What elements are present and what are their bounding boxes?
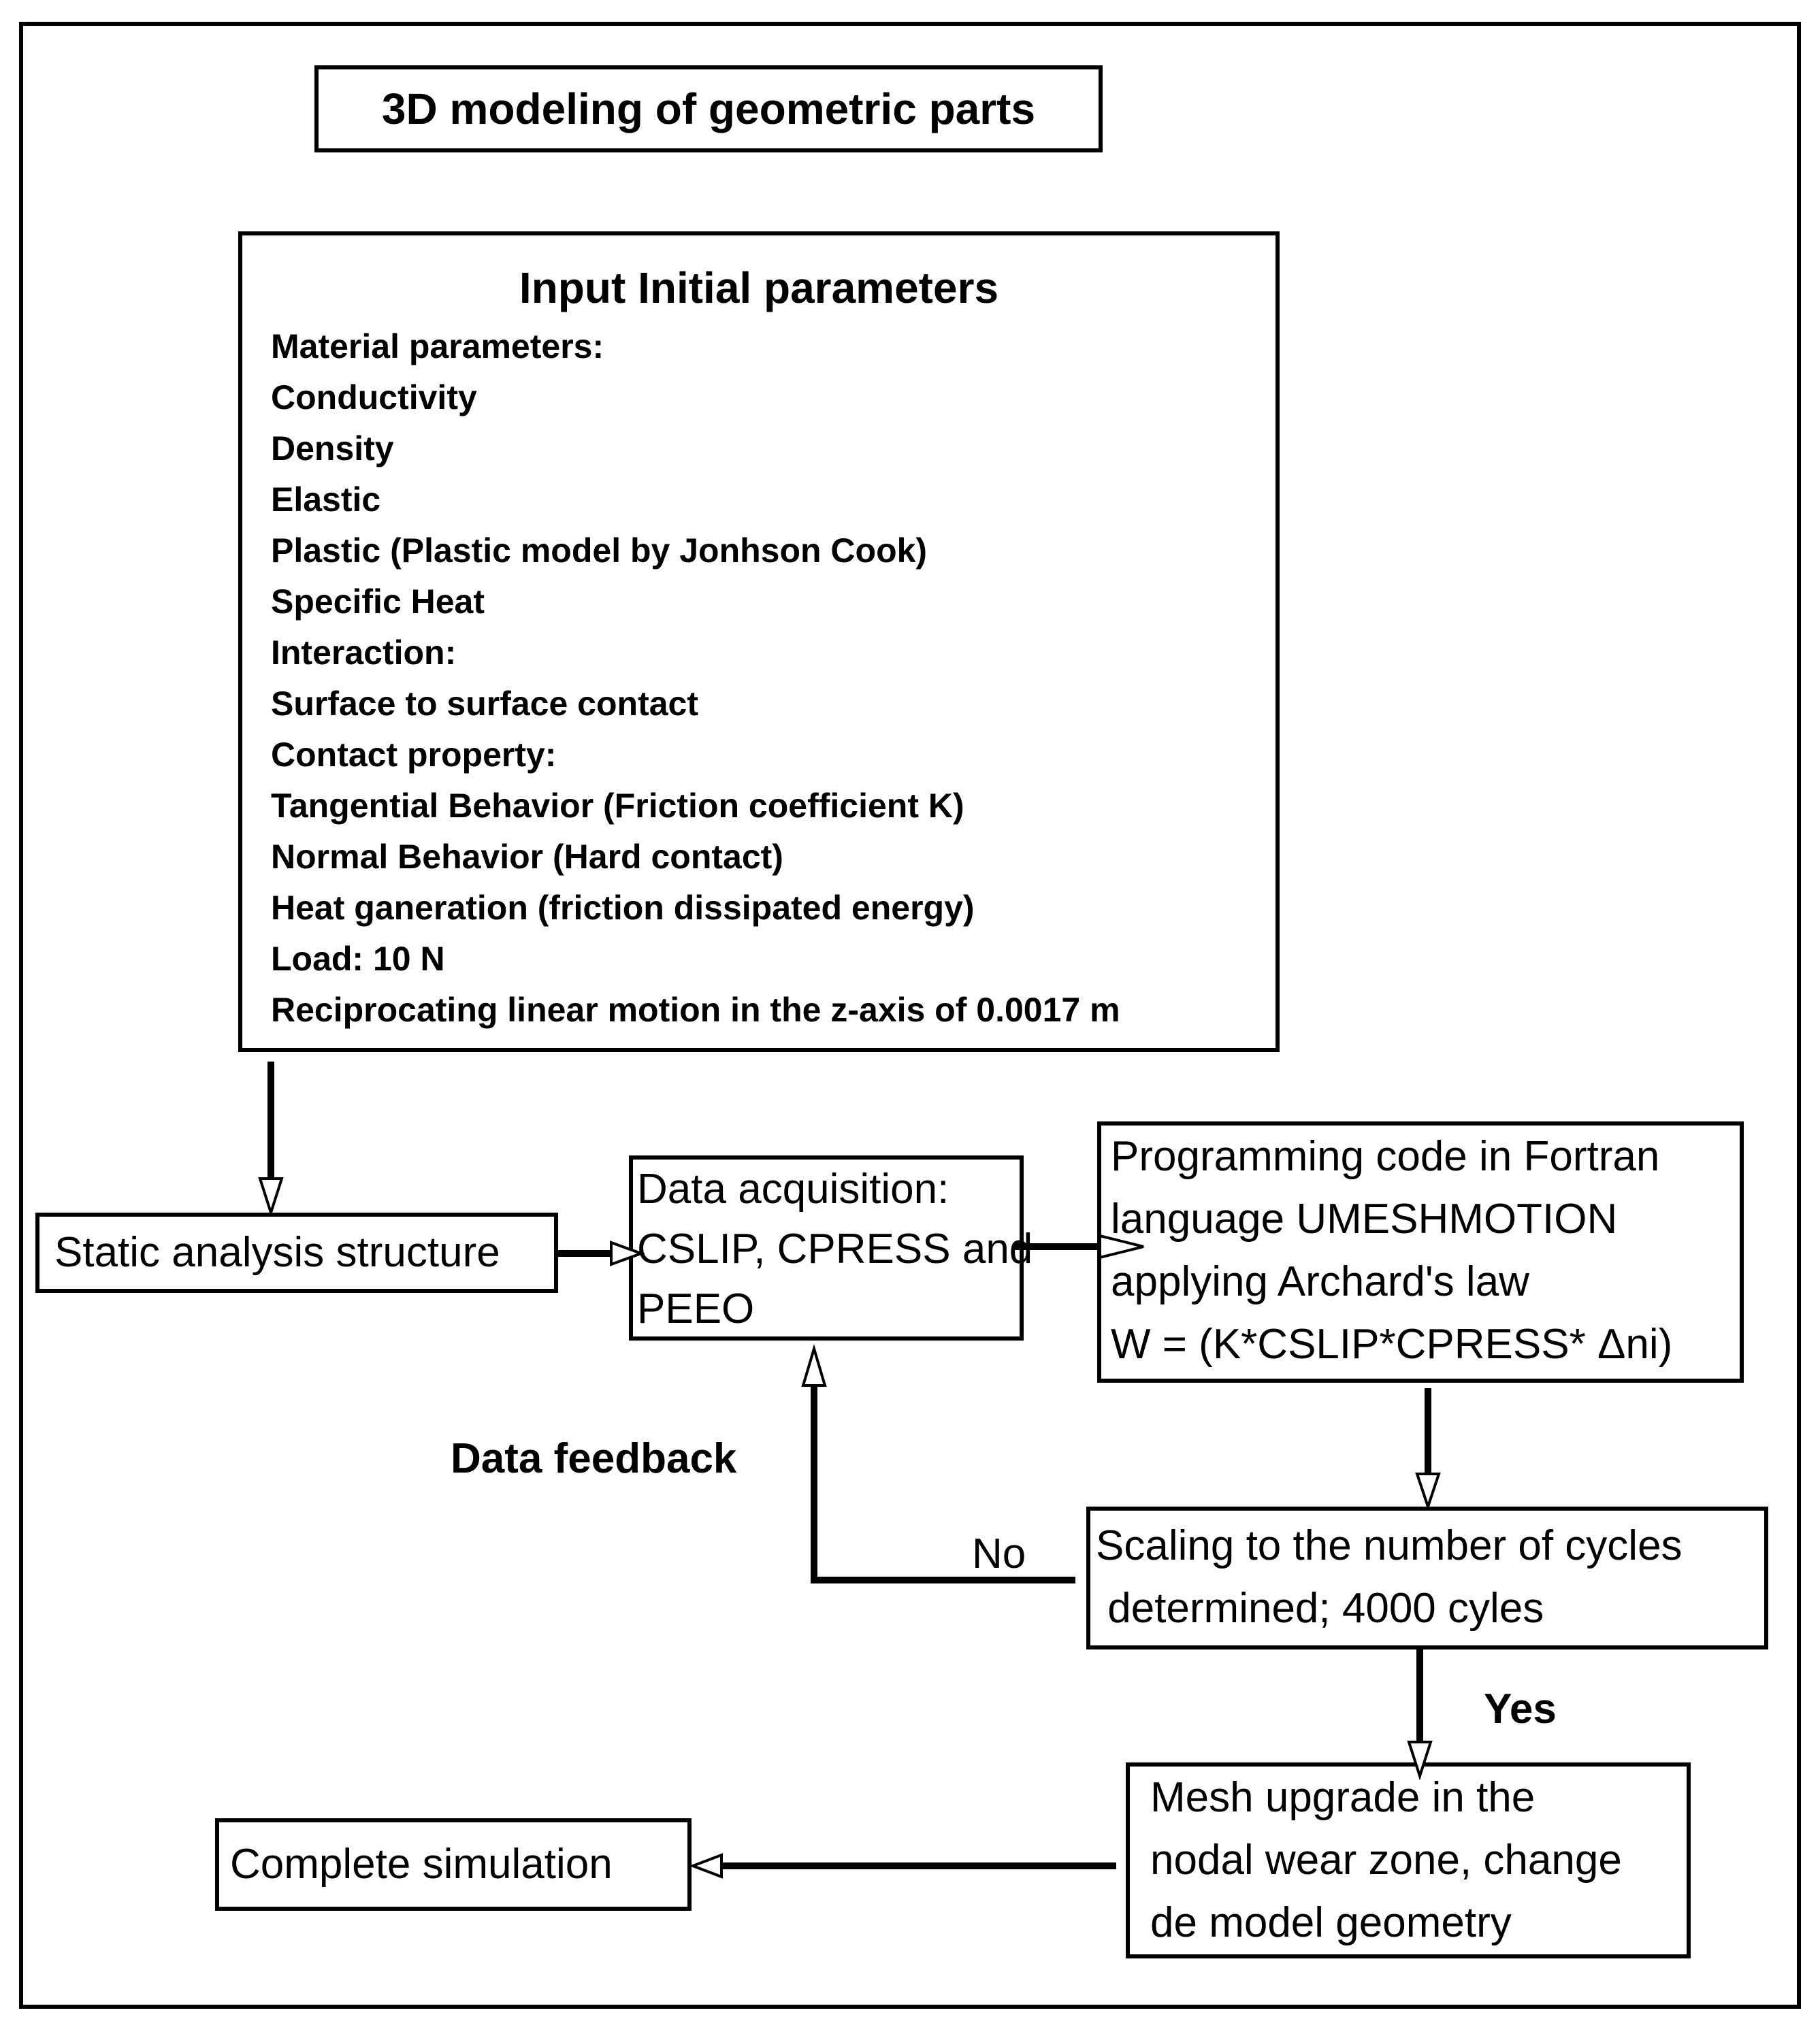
- arrowhead-right-icon: [610, 1241, 645, 1266]
- parameter-line: Heat ganeration (friction dissipated ene…: [271, 889, 975, 927]
- outer-frame: [19, 22, 1801, 2009]
- complete-simulation-box: Complete simulation: [215, 1818, 692, 1911]
- parameter-line: Normal Behavior (Hard contact): [271, 838, 783, 876]
- parameter-line: Conductivity: [271, 378, 477, 416]
- parameter-line: Tangential Behavior (Friction coefficien…: [271, 787, 964, 825]
- parameter-line: Interaction:: [271, 634, 457, 672]
- parameter-line: Surface to surface contact: [271, 685, 698, 723]
- arrowhead-down-icon: [258, 1177, 284, 1217]
- arrowhead-down-icon: [1407, 1741, 1433, 1781]
- programming-line: Programming code in Fortran: [1111, 1133, 1660, 1180]
- data-acquisition-line: CSLIP, CPRESS and: [637, 1226, 1033, 1272]
- programming-line: W = (K*CSLIP*CPRESS* Δni): [1111, 1321, 1673, 1368]
- title-box: 3D modeling of geometric parts: [314, 65, 1103, 152]
- parameter-line: Elastic: [271, 480, 381, 519]
- data-acquisition-line: PEEO: [637, 1285, 755, 1332]
- scaling-line: determined; 4000 cyles: [1096, 1585, 1544, 1632]
- scaling-line: Scaling to the number of cycles: [1096, 1522, 1683, 1569]
- parameter-line: Load: 10 N: [271, 940, 445, 978]
- data-acquisition-box: Data acquisition: CSLIP, CPRESS and PEEO: [629, 1155, 1033, 1341]
- parameter-line: Reciprocating linear motion in the z-axi…: [271, 991, 1120, 1029]
- static-analysis-box: Static analysis structure: [35, 1213, 558, 1293]
- arrowhead-down-icon: [1415, 1473, 1441, 1511]
- mesh-upgrade-line: Mesh upgrade in the: [1150, 1774, 1535, 1821]
- parameter-line: Plastic (Plastic model by Jonhson Cook): [271, 531, 928, 570]
- title-text: 3D modeling of geometric parts: [381, 84, 1036, 133]
- arrowhead-right-icon: [1099, 1234, 1144, 1260]
- programming-line: language UMESHMOTION: [1111, 1196, 1618, 1243]
- arrow-feedback-no: [811, 1385, 1075, 1583]
- input-parameters-box: Input Initial parameters Material parame…: [238, 231, 1280, 1052]
- mesh-upgrade-box: Mesh upgrade in the nodal wear zone, cha…: [1126, 1762, 1691, 1958]
- data-feedback-label: Data feedback: [451, 1435, 737, 1482]
- parameter-line: Density: [271, 429, 394, 467]
- mesh-upgrade-line: nodal wear zone, change: [1150, 1837, 1622, 1884]
- programming-code-box: Programming code in Fortran language UME…: [1097, 1121, 1744, 1383]
- complete-simulation-text: Complete simulation: [230, 1841, 613, 1888]
- parameter-list: Material parameters: Conductivity Densit…: [271, 321, 1275, 1036]
- parameter-line: Material parameters:: [271, 327, 604, 365]
- mesh-upgrade-line: de model geometry: [1150, 1899, 1512, 1946]
- static-analysis-text: Static analysis structure: [54, 1229, 500, 1276]
- no-label: No: [972, 1530, 1026, 1577]
- yes-label: Yes: [1484, 1686, 1557, 1733]
- arrowhead-up-icon: [801, 1343, 827, 1387]
- data-acquisition-line: Data acquisition:: [637, 1166, 949, 1213]
- input-parameters-heading: Input Initial parameters: [519, 263, 999, 312]
- arrowhead-left-icon: [689, 1853, 723, 1879]
- parameter-line: Specific Heat: [271, 582, 485, 621]
- parameter-line: Contact property:: [271, 736, 557, 774]
- programming-line: applying Archard's law: [1111, 1258, 1529, 1305]
